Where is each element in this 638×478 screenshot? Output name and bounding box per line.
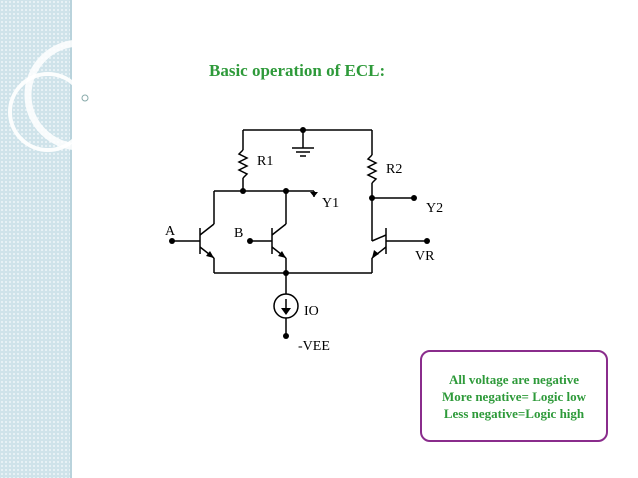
ecl-circuit-diagram: R1 R2 Y1 Y2 A B VR IO -VEE <box>165 127 443 354</box>
label-vee: -VEE <box>298 339 330 354</box>
slide-sidebar <box>0 0 70 478</box>
label-r2: R2 <box>386 162 402 177</box>
sidebar-edge <box>70 0 72 478</box>
note-line: All voltage are negative <box>448 371 580 387</box>
label-io: IO <box>304 304 319 319</box>
label-y2: Y2 <box>426 201 443 216</box>
label-r1: R1 <box>257 154 273 169</box>
note-line: More negative= Logic low <box>442 388 586 404</box>
slide-title: Basic operation of ECL: <box>209 61 386 80</box>
label-y1: Y1 <box>322 196 339 211</box>
note-box: All voltage are negative More negative= … <box>420 350 608 442</box>
decorative-circles <box>8 39 136 152</box>
note-line: Less negative=Logic high <box>443 405 585 421</box>
label-vr: VR <box>415 249 435 264</box>
label-input-a: A <box>165 224 176 239</box>
label-input-b: B <box>234 226 243 241</box>
